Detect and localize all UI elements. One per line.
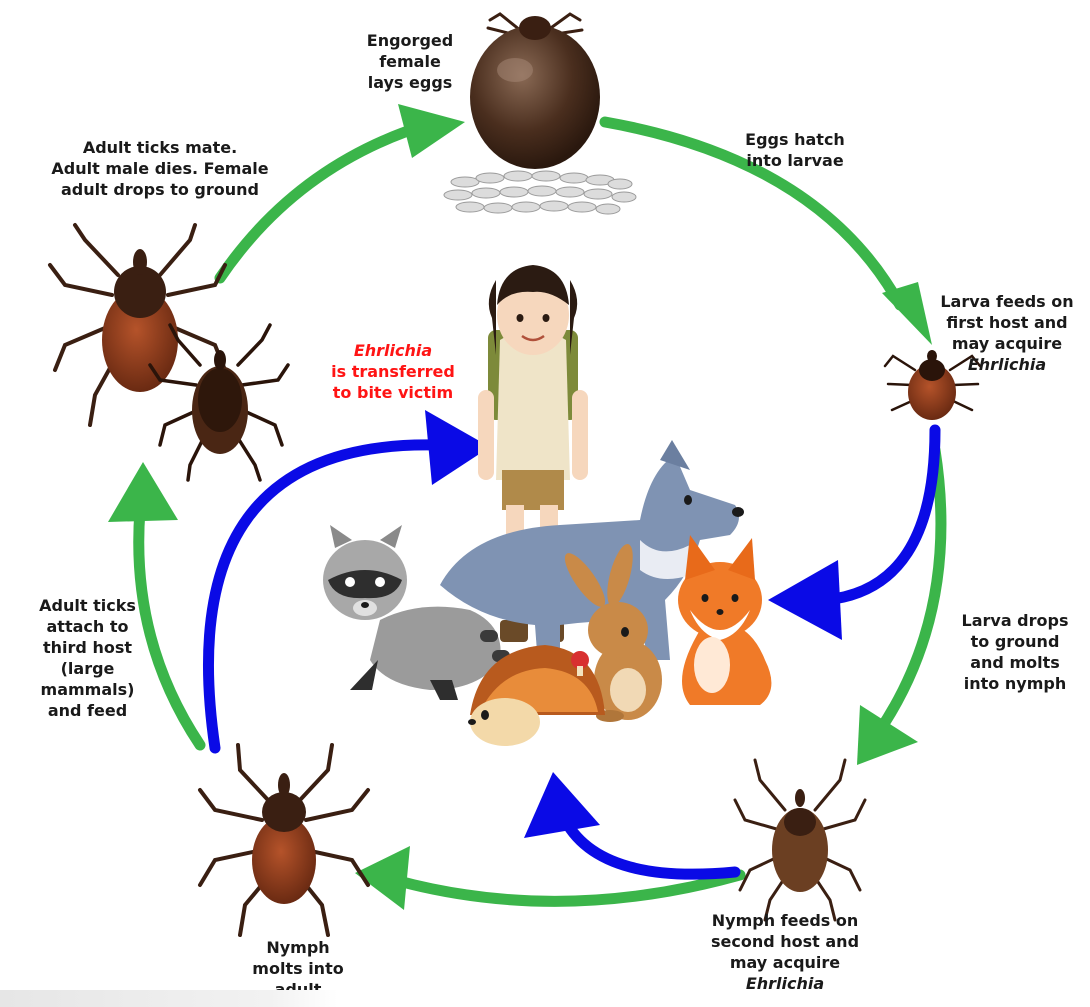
- label-nymph-feeds: Nymph feeds on second host and may acqui…: [700, 910, 870, 994]
- label-adult-attach: Adult ticks attach to third host (large …: [30, 595, 145, 721]
- label-larva-feeds: Larva feeds on first host and may acquir…: [932, 291, 1082, 375]
- label-ehrlichia-transferred: Ehrlichia is transferred to bite victim: [318, 340, 468, 403]
- label-larva-drops: Larva drops to ground and molts into nym…: [950, 610, 1080, 694]
- label-engorged-female: Engorged female lays eggs: [350, 30, 470, 93]
- arrowhead-hosts-1: [768, 560, 842, 640]
- fox: [678, 535, 771, 705]
- arrowhead-adult-attach: [108, 462, 178, 522]
- label-eggs-hatch: Eggs hatch into larvae: [735, 129, 855, 171]
- adult-tick-bottom: [200, 745, 368, 935]
- engorged-female-tick: [470, 14, 600, 169]
- arrowhead-hosts-2: [524, 772, 600, 838]
- bottom-edge-strip: [0, 990, 338, 1007]
- nymph-tick: [735, 760, 865, 920]
- arrow-larva-to-hosts: [825, 430, 935, 600]
- egg-pile: [444, 171, 636, 214]
- arrow-nymph-to-hosts: [565, 820, 735, 874]
- label-adult-mate: Adult ticks mate. Adult male dies. Femal…: [40, 137, 280, 200]
- arrowhead-eggs: [398, 104, 465, 158]
- arrowhead-larva: [882, 282, 932, 345]
- arrow-adult-attach-up: [139, 510, 200, 745]
